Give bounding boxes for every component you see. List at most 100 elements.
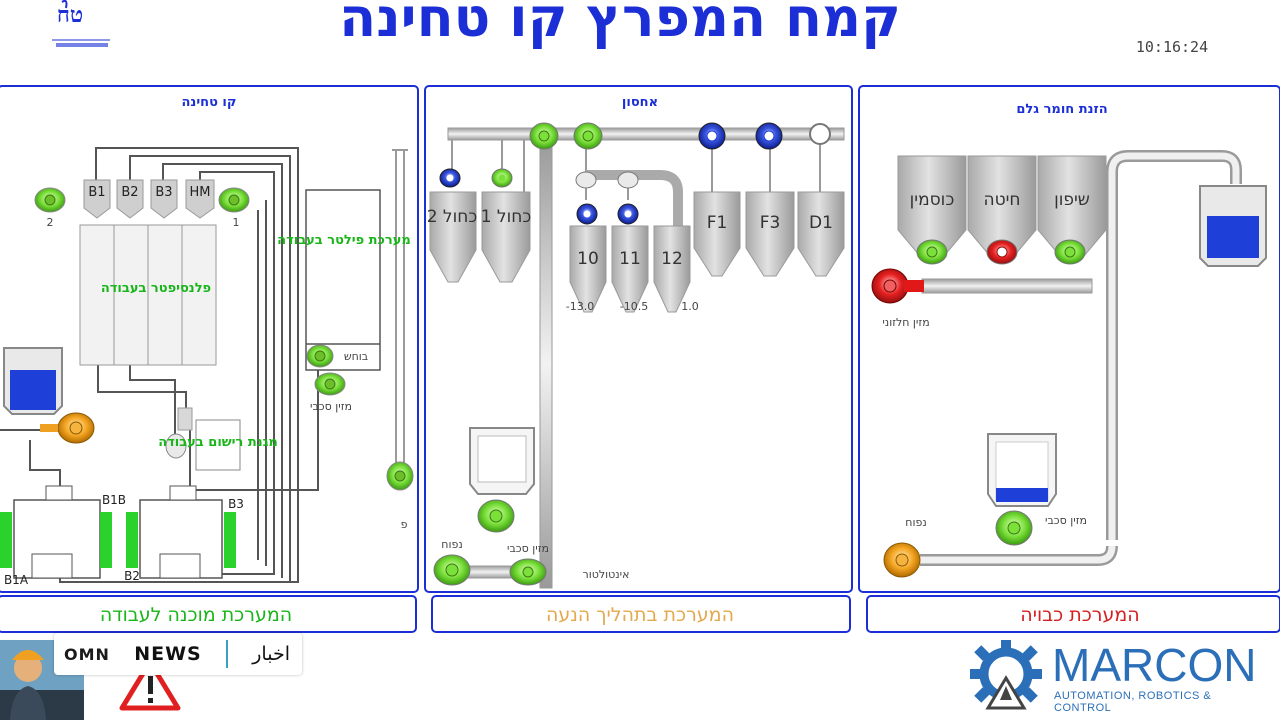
fan-milling-right-num: 1 xyxy=(233,216,240,229)
silo-f3-label: F3 xyxy=(760,213,781,233)
fan-grain-label: מזין סכבי xyxy=(1045,514,1087,527)
silo-10-value: -13.0 xyxy=(566,300,594,313)
fan-milling-left[interactable]: 2 xyxy=(34,187,66,229)
bin-b1[interactable]: B1 xyxy=(83,179,111,219)
bin-b3[interactable]: B3 xyxy=(150,179,178,219)
brand-name: MARCON xyxy=(1052,639,1257,691)
silo-10[interactable]: 10 -13.0 xyxy=(566,225,607,313)
mill-label-b3: B3 xyxy=(228,497,244,511)
mill-right[interactable]: B3 B2 xyxy=(124,485,244,583)
silo-blue-2[interactable]: כחול 2 xyxy=(427,191,478,283)
silo-11-label: 11 xyxy=(619,249,641,269)
fan-storage-2[interactable]: נפוח xyxy=(433,538,471,586)
storage-valve-small-5[interactable] xyxy=(576,203,598,225)
bucket-milling[interactable] xyxy=(3,347,63,415)
page-title: קמח המפרץ קו טחינה xyxy=(339,0,901,49)
gear-icon xyxy=(970,640,1042,710)
screw-feeder-red[interactable]: מזין חלזוני xyxy=(871,268,930,329)
bin-hm[interactable]: HM xyxy=(185,179,215,219)
grain-silo-spelt-label: כוסמין xyxy=(910,190,955,210)
return-system[interactable]: מגנת רישום בעבודה xyxy=(158,407,278,471)
brand-marcon: MARCON AUTOMATION, ROBOTICS & CONTROL xyxy=(966,638,1270,714)
news-arabic: اخبار xyxy=(252,643,290,665)
silo-blue-1[interactable]: כחול 1 xyxy=(481,191,532,283)
silo-12-label: 12 xyxy=(661,249,683,269)
silo-11[interactable]: 11 -10.5 xyxy=(611,225,649,313)
mill-label-b1a: B1A xyxy=(4,573,29,587)
bin-b1-label: B1 xyxy=(88,185,105,200)
filter-fan-label: מזין סכבי xyxy=(310,400,352,413)
mill-label-b1b: B1B xyxy=(102,493,126,507)
mill-label-b2: B2 xyxy=(124,569,140,583)
panel-milling-title: קו טחינה xyxy=(182,95,237,110)
silo-f1-label: F1 xyxy=(707,213,728,233)
status-text-storage: המערכת בתהליך הנעה xyxy=(546,604,734,626)
storage-valve-1[interactable] xyxy=(529,122,559,150)
silo-blue-1-label: כחול 1 xyxy=(481,207,532,227)
grain-silo-rye[interactable]: שיפון xyxy=(1037,155,1107,265)
silo-11-value: -10.5 xyxy=(620,300,648,313)
fan-filter-2[interactable]: מזין סכבי xyxy=(310,372,352,413)
panel-milling-frame xyxy=(0,85,419,593)
warning-icon xyxy=(119,659,181,711)
grain-tank[interactable] xyxy=(1199,185,1267,267)
fan-filter-1[interactable] xyxy=(306,344,334,368)
panel-storage-frame xyxy=(424,85,853,593)
screw-feeder-label: מזין חלזוני xyxy=(882,316,929,329)
fan-milling-left-num: 2 xyxy=(47,216,54,229)
filter-small-label: בוחש xyxy=(344,350,368,363)
storage-valve-small-2[interactable] xyxy=(491,168,513,188)
grain-hopper[interactable] xyxy=(987,433,1057,507)
status-bar-grain[interactable]: המערכת כבויה xyxy=(866,595,1280,633)
fan-storage-2-label: נפוח xyxy=(441,538,462,551)
storage-valve-4[interactable] xyxy=(755,122,783,150)
header-logo: טח xyxy=(52,0,110,47)
news-word: NEWS xyxy=(134,643,202,665)
fan-grain-orange-label: נפוח xyxy=(905,516,926,529)
grain-silo-wheat-label: חיטה xyxy=(983,190,1020,210)
silo-blue-2-label: כחול 2 xyxy=(427,207,478,227)
storage-valve-small-6[interactable] xyxy=(617,203,639,225)
logo-mark: טח xyxy=(57,2,83,28)
panel-grain-title: הזנת חומר גלם xyxy=(1016,102,1107,117)
storage-hopper[interactable] xyxy=(469,427,535,495)
fan-milling-right[interactable]: 1 xyxy=(218,187,250,229)
storage-valve-3[interactable] xyxy=(698,122,726,150)
storage-valve-2[interactable] xyxy=(573,122,603,150)
grain-silo-rye-label: שיפון xyxy=(1054,190,1090,210)
bin-b2[interactable]: B2 xyxy=(116,179,144,219)
silo-f1[interactable]: F1 xyxy=(693,191,741,277)
bin-b2-label: B2 xyxy=(121,185,138,200)
mill-left[interactable]: B1B B1A xyxy=(0,485,126,587)
storage-valve-small-4[interactable] xyxy=(575,171,639,189)
return-system-label: מגנת רישום בעבודה xyxy=(158,435,278,450)
silo-f3[interactable]: F3 xyxy=(745,191,795,277)
status-bar-milling[interactable]: המערכת מוכנה לעבודה xyxy=(0,595,417,633)
clock-time: 10:16:24 xyxy=(1136,38,1208,56)
silo-12[interactable]: 12 1.0 xyxy=(653,225,699,313)
filter-system[interactable]: מערכת פילטר בעבודה בוחש xyxy=(277,189,411,371)
plansifter[interactable]: פלנסיפטר בעבודה xyxy=(79,224,217,366)
fan-storage-1[interactable]: מזין סכבי xyxy=(477,499,549,555)
silo-10-label: 10 xyxy=(577,249,599,269)
silo-d1[interactable]: D1 xyxy=(797,191,845,277)
status-text-grain: המערכת כבויה xyxy=(1020,604,1139,626)
grain-silo-wheat[interactable]: חיטה xyxy=(967,155,1037,265)
side-letter: פ xyxy=(401,518,408,531)
grain-silo-spelt[interactable]: כוסמין xyxy=(897,155,967,265)
milling-bins: B1 B2 B3 HM xyxy=(83,179,215,219)
brand-tagline: AUTOMATION, ROBOTICS & CONTROL xyxy=(1054,690,1212,714)
fan-milling-vertical[interactable]: פ xyxy=(386,461,414,531)
status-bar-storage[interactable]: המערכת בתהליך הנעה xyxy=(431,595,851,633)
plansifter-status: פלנסיפטר בעבודה xyxy=(101,281,211,296)
storage-valve-5[interactable] xyxy=(809,123,831,145)
storage-valve-small-1[interactable] xyxy=(439,168,461,188)
filter-system-status: מערכת פילטר בעבודה xyxy=(277,233,411,248)
fan-milling-orange[interactable] xyxy=(40,412,95,444)
news-divider xyxy=(225,640,228,668)
fan-grain-green[interactable]: מזין סכבי xyxy=(995,510,1087,546)
status-text-milling: המערכת מוכנה לעבודה xyxy=(100,604,292,626)
fan-storage-3[interactable]: אינטולטור xyxy=(509,558,629,586)
fan-grain-orange[interactable]: נפוח xyxy=(883,516,927,578)
